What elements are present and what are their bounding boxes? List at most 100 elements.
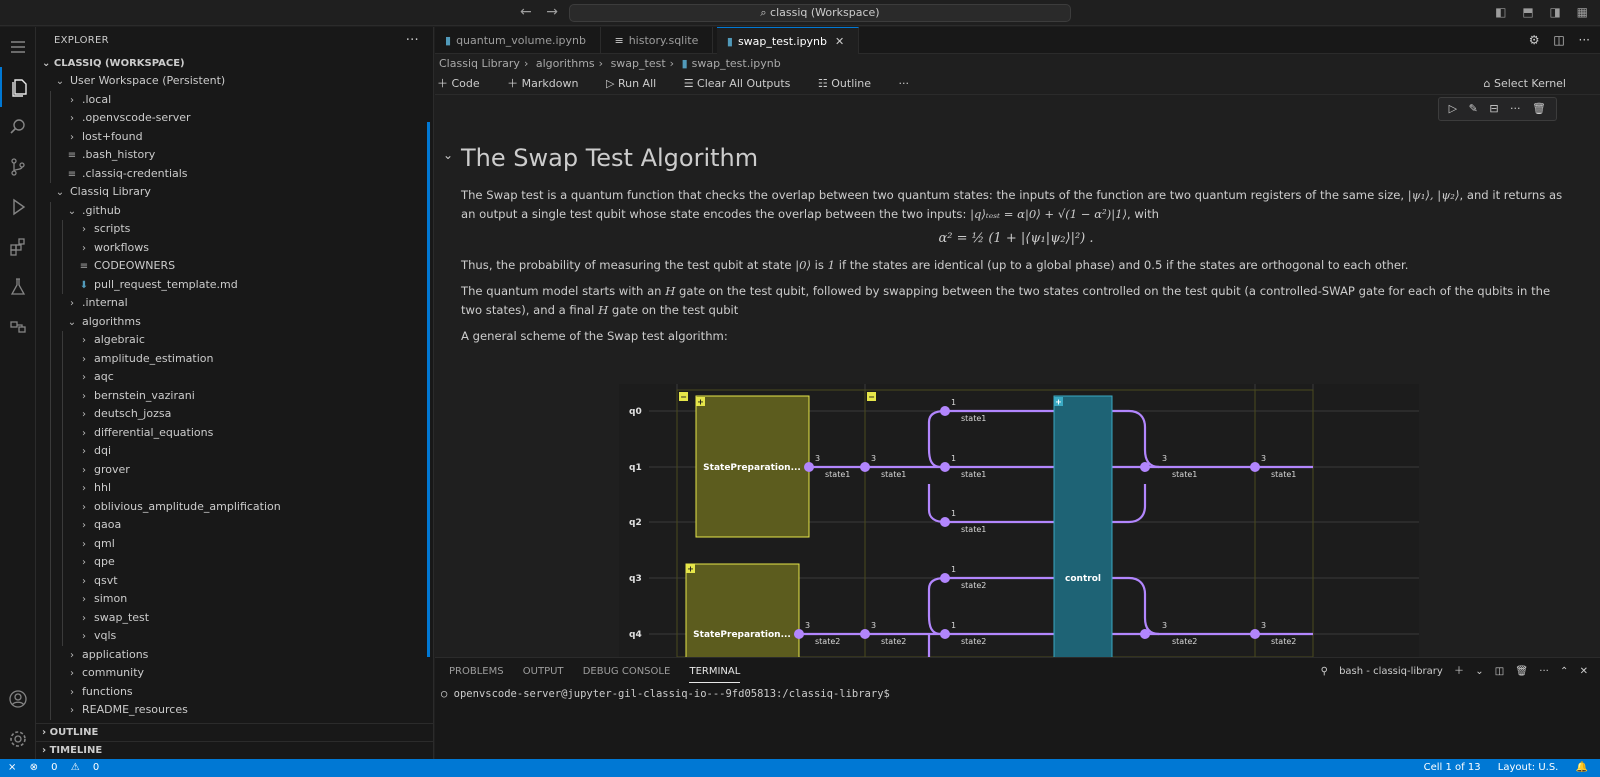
keyboard-layout[interactable]: Layout: U.S. [1497,762,1559,773]
tree-item[interactable]: ›aqc [36,368,433,387]
tree-item[interactable]: ›simon [36,590,433,609]
tab-swap-test[interactable]: ▮swap_test.ipynb✕ [716,27,860,54]
tab-output[interactable]: OUTPUT [522,666,564,677]
markdown-cell[interactable]: ⌄ The Swap Test Algorithm The Swap test … [427,122,1600,657]
search-icon[interactable] [0,107,36,147]
tree-item[interactable]: ›algebraic [36,331,433,350]
extensions-icon[interactable] [0,227,36,267]
add-code-button[interactable]: ＋ Code [437,77,480,90]
tree-item[interactable]: ›qsvt [36,571,433,590]
split-editor-icon[interactable]: ◫ [1553,33,1565,47]
kill-terminal-trash-icon[interactable]: 🗑 [1515,666,1529,677]
tree-item[interactable]: ›oblivious_amplitude_amplification [36,497,433,516]
tree-item[interactable]: ⌄User Workspace (Persistent) [36,72,433,91]
tree-item[interactable]: ›differential_equations [36,423,433,442]
split-cell-icon[interactable]: ⊟ [1489,102,1499,115]
tree-item[interactable]: ≡.classiq-credentials [36,164,433,183]
terminal-selector[interactable]: ⚲ bash - classiq-library [1313,666,1443,677]
tree-item[interactable]: ›grover [36,460,433,479]
tree-item[interactable]: ⌄.github [36,201,433,220]
more-actions-icon[interactable]: ··· [898,77,910,90]
new-terminal-plus-icon[interactable]: ＋ [1454,666,1464,677]
split-terminal-icon[interactable]: ◫ [1494,666,1505,677]
tree-item[interactable]: ›vqls [36,627,433,646]
tree-item[interactable]: ›workflows [36,238,433,257]
back-arrow-icon[interactable]: ← [520,4,532,20]
edit-pencil-icon[interactable]: ✎ [1468,102,1478,115]
expand-toggle[interactable] [696,397,705,406]
tab-history-sqlite[interactable]: ≡history.sqlite [604,27,714,54]
tree-item[interactable]: ›.local [36,90,433,109]
tree-item[interactable]: ›swap_test [36,608,433,627]
settings-gear-icon[interactable] [0,719,36,759]
more-actions-icon[interactable]: ··· [1539,666,1549,677]
tree-item[interactable]: ›.openvscode-server [36,109,433,128]
gear-icon[interactable]: ⚙ [1528,33,1540,47]
tree-item[interactable]: ≡.bash_history [36,146,433,165]
collapse-chevron-icon[interactable]: ⌄ [443,148,454,162]
expand-toggle[interactable] [1054,397,1063,406]
tree-item[interactable]: ›functions [36,682,433,701]
tree-item[interactable]: ›applications [36,645,433,664]
tab-terminal[interactable]: TERMINAL [689,666,741,683]
toggle-panel-icon[interactable]: ⬒ [1522,5,1534,19]
tree-item[interactable]: ›qml [36,534,433,553]
control-block[interactable]: control [1053,395,1113,657]
tree-item[interactable]: ›hhl [36,479,433,498]
run-all-button[interactable]: ▷ Run All [605,77,657,90]
tree-item[interactable]: ›deutsch_jozsa [36,405,433,424]
menu-icon[interactable] [0,27,36,67]
command-center-search[interactable]: ⌕ classiq (Workspace) [569,4,1071,22]
chevron-down-icon[interactable]: ⌄ [1475,666,1484,677]
more-actions-icon[interactable]: ··· [405,33,419,48]
breadcrumb-item[interactable]: algorithms [535,57,595,70]
tab-problems[interactable]: PROBLEMS [449,666,504,677]
problems-indicator[interactable]: ⊗ 0 ⚠ 0 [30,762,110,773]
tree-item[interactable]: ›.internal [36,294,433,313]
breadcrumb-item[interactable]: swap_test.ipynb [691,57,781,70]
state-preparation-block-1[interactable]: StatePreparation... [695,395,810,538]
remote-indicator-icon[interactable]: ⨯ [8,762,17,773]
expand-toggle[interactable] [686,564,695,573]
account-icon[interactable] [0,679,36,719]
notifications-bell-icon[interactable]: 🔔 [1575,762,1588,773]
tree-item[interactable]: ›README_resources [36,701,433,720]
customize-layout-icon[interactable]: ▦ [1576,5,1588,19]
tab-quantum-volume[interactable]: ▮quantum_volume.ipynb [435,27,601,54]
breadcrumb-item[interactable]: Classiq Library [439,57,520,70]
tree-item[interactable]: ›community [36,664,433,683]
explorer-icon[interactable] [0,67,36,107]
forward-arrow-icon[interactable]: → [546,4,558,20]
outline-section-header[interactable]: › OUTLINE [36,723,433,741]
workspace-section-header[interactable]: ⌄ CLASSIQ (WORKSPACE) [36,55,433,72]
maximize-panel-icon[interactable]: ⌃ [1560,666,1569,677]
delete-trash-icon[interactable]: 🗑 [1532,102,1546,115]
state-preparation-block-2[interactable]: StatePreparation... [685,563,800,657]
tree-item[interactable]: ⬇pull_request_template.md [36,275,433,294]
tree-item[interactable]: ≡CODEOWNERS [36,257,433,276]
close-panel-icon[interactable]: ✕ [1579,666,1588,677]
run-debug-icon[interactable] [0,187,36,227]
tree-item[interactable]: ⌄algorithms [36,312,433,331]
tree-item[interactable]: ›amplitude_estimation [36,349,433,368]
remote-explorer-icon[interactable] [0,307,36,347]
select-kernel-button[interactable]: ⌂ Select Kernel [1483,77,1566,90]
terminal-output[interactable]: ○ openvscode-server@jupyter-gil-classiq-… [435,686,1600,702]
tree-item[interactable]: ›scripts [36,220,433,239]
outline-button[interactable]: ☷ Outline [817,77,872,90]
source-control-icon[interactable] [0,147,36,187]
more-actions-icon[interactable]: ··· [1578,33,1590,47]
tree-item[interactable]: ›qaoa [36,516,433,535]
cell-indicator[interactable]: Cell 1 of 13 [1423,762,1481,773]
tree-item[interactable]: ⌄Classiq Library [36,183,433,202]
testing-flask-icon[interactable] [0,267,36,307]
breadcrumb-item[interactable]: swap_test [610,57,666,70]
tab-debug-console[interactable]: DEBUG CONSOLE [582,666,671,677]
add-markdown-button[interactable]: ＋ Markdown [507,77,579,90]
tree-item[interactable]: ›dqi [36,442,433,461]
tree-item[interactable]: ›lost+found [36,127,433,146]
more-actions-icon[interactable]: ··· [1510,102,1521,115]
clear-outputs-button[interactable]: ☰ Clear All Outputs [683,77,791,90]
tree-item[interactable]: ›bernstein_vazirani [36,386,433,405]
collapse-toggle[interactable] [867,392,876,401]
